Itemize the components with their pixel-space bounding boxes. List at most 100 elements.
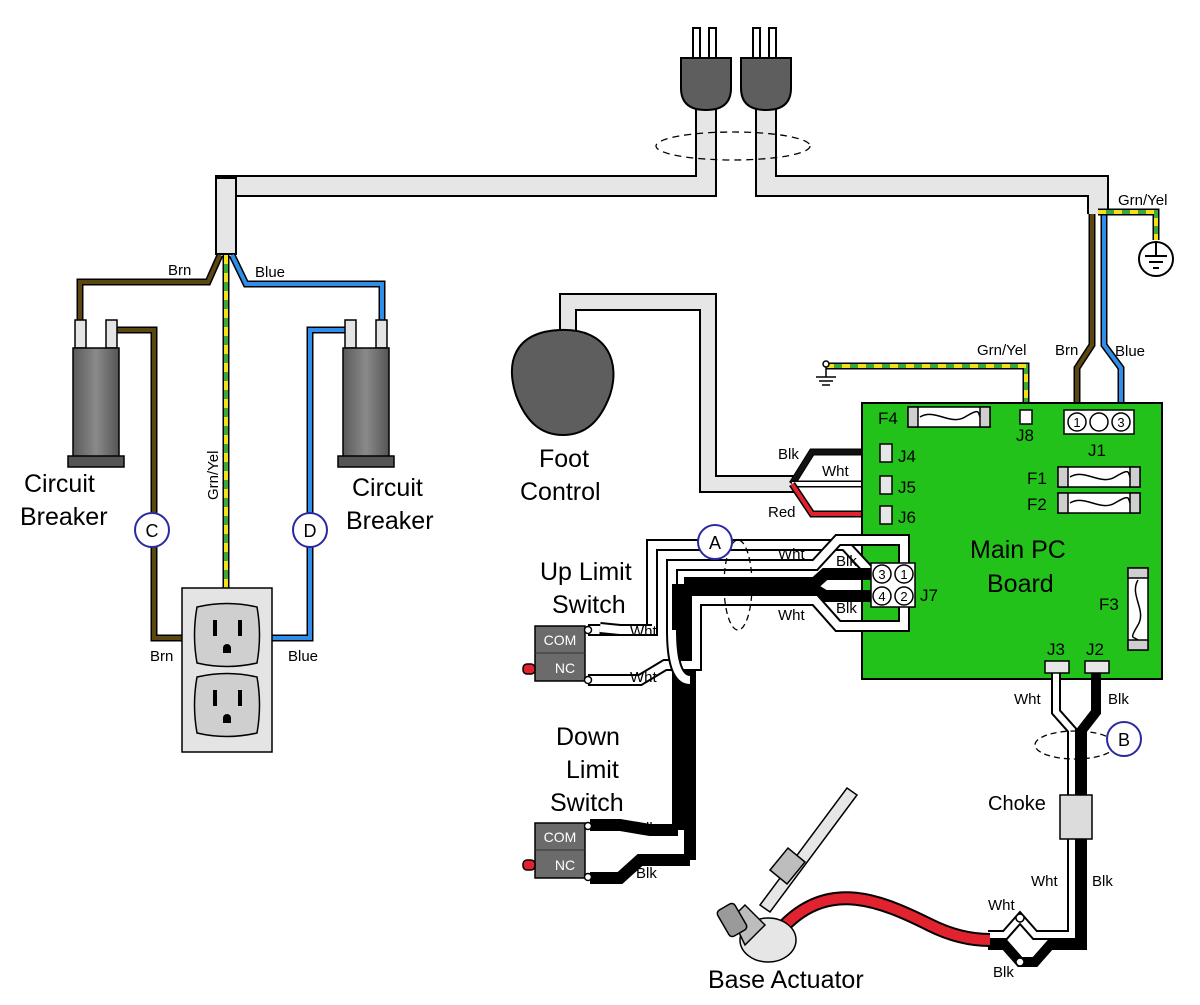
wire-label-wht-j3: Wht	[1014, 691, 1042, 708]
callout-a: A	[697, 524, 733, 560]
label-foot-control: Foot	[539, 445, 589, 473]
chassis-ground-icon	[816, 360, 836, 386]
label-down-limit-switch-2: Limit	[566, 756, 619, 784]
svg-text:A: A	[709, 533, 721, 553]
wire-label-wht-j5: Wht	[822, 463, 850, 480]
choke	[1059, 794, 1093, 840]
fuse-f1	[1057, 466, 1141, 488]
wire-label-grn-yel-vertical: Grn/Yel	[205, 451, 222, 500]
wire-label-brn-left-top: Brn	[168, 262, 191, 279]
label-choke: Choke	[988, 793, 1046, 815]
plug-left	[680, 27, 732, 112]
plug-right	[740, 27, 792, 112]
wire-label-wht-j7-bottom: Wht	[778, 607, 806, 624]
j1-pin1: 1	[1073, 415, 1080, 430]
wire-label-blk-down-nc: Blk	[636, 865, 657, 882]
label-circuit-breaker-right: Circuit	[352, 474, 423, 502]
callout-c: C	[134, 512, 170, 548]
up-limit-switch	[522, 625, 593, 685]
left-wiring	[76, 253, 386, 642]
label-main-pc-board-2: Board	[987, 570, 1054, 598]
label-base-actuator: Base Actuator	[708, 966, 864, 994]
label-j2: J2	[1086, 640, 1104, 659]
wire-label-wht-actuator: Wht	[988, 897, 1016, 914]
fuse-f3	[1127, 567, 1149, 651]
wire-label-blue-left-bottom: Blue	[288, 648, 318, 665]
fuse-f4	[907, 406, 991, 428]
j8-ground-wire	[826, 362, 1030, 416]
j7-pin1: 1	[900, 567, 907, 582]
down-limit-switch	[522, 821, 593, 882]
foot-control-pedal	[510, 328, 615, 437]
wire-label-wht-choke: Wht	[1031, 873, 1059, 890]
connector-j3	[1044, 660, 1070, 674]
mains-wiring	[1073, 208, 1160, 418]
fuse-f2	[1057, 492, 1141, 514]
down-switch-nc: NC	[555, 857, 575, 873]
label-j3: J3	[1047, 640, 1065, 659]
wire-label-blk-j4: Blk	[778, 446, 799, 463]
j7-pin4: 4	[878, 589, 885, 604]
connector-j1	[1063, 409, 1135, 435]
connector-j8	[1019, 409, 1033, 425]
actuator-wiring	[988, 672, 1116, 967]
connector-j5	[879, 475, 893, 495]
down-switch-com: COM	[544, 829, 577, 845]
wire-label-blk-actuator: Blk	[993, 964, 1014, 981]
connector-j4	[879, 443, 893, 463]
wire-label-wht-up-nc: Wht	[630, 669, 658, 686]
label-main-pc-board: Main PC	[970, 536, 1066, 564]
label-j1: J1	[1088, 441, 1106, 460]
connector-j2	[1084, 660, 1110, 674]
label-j8: J8	[1016, 426, 1034, 445]
svg-text:D: D	[304, 521, 317, 541]
label-f2: F2	[1027, 495, 1047, 514]
circuit-breaker-right	[337, 319, 395, 468]
label-foot-control-2: Control	[520, 478, 601, 506]
label-f3: F3	[1099, 595, 1119, 614]
wire-label-grn-yel-j8: Grn/Yel	[977, 342, 1026, 359]
label-f1: F1	[1027, 469, 1047, 488]
wire-label-grn-yel-top-right: Grn/Yel	[1118, 192, 1167, 209]
wire-label-red-j6: Red	[768, 504, 796, 521]
connector-j7	[870, 562, 916, 608]
connector-j6	[879, 505, 893, 525]
wire-label-wht-up-com: Wht	[630, 623, 658, 640]
up-switch-nc: NC	[555, 660, 575, 676]
label-circuit-breaker-left-2: Breaker	[20, 503, 108, 531]
label-circuit-breaker-right-2: Breaker	[346, 507, 434, 535]
wire-label-wht-j7-top: Wht	[778, 546, 806, 563]
label-down-limit-switch-3: Switch	[550, 789, 624, 817]
label-up-limit-switch-2: Switch	[552, 591, 626, 619]
wire-label-blk-choke: Blk	[1092, 873, 1113, 890]
callout-b: B	[1106, 721, 1142, 757]
up-switch-com: COM	[544, 632, 577, 648]
base-actuator	[716, 786, 991, 963]
wire-label-blue-left-top: Blue	[255, 264, 285, 281]
label-j4: J4	[898, 447, 916, 466]
label-f4: F4	[878, 409, 898, 428]
label-j7: J7	[920, 586, 938, 605]
j7-pin3: 3	[878, 567, 885, 582]
label-j5: J5	[898, 478, 916, 497]
svg-text:B: B	[1118, 730, 1130, 750]
wire-label-brn-left-bottom: Brn	[150, 648, 173, 665]
earth-ground-icon	[1138, 241, 1174, 277]
label-circuit-breaker-left: Circuit	[24, 470, 95, 498]
main-pc-board	[861, 402, 1163, 680]
callout-d: D	[292, 512, 328, 548]
j7-pin2: 2	[900, 589, 907, 604]
wire-label-blk-j7-bottom: Blk	[836, 600, 857, 617]
wire-label-blue-j1: Blue	[1115, 343, 1145, 360]
svg-text:C: C	[146, 521, 159, 541]
label-j6: J6	[898, 508, 916, 527]
duplex-outlet	[181, 587, 273, 753]
foot-control-cable	[559, 293, 795, 493]
wire-label-blk-j2: Blk	[1108, 691, 1129, 708]
wire-label-blk-j7-top: Blk	[836, 553, 857, 570]
j1-pin3: 3	[1117, 415, 1124, 430]
wire-label-brn-j1: Brn	[1055, 342, 1078, 359]
label-down-limit-switch: Down	[556, 723, 620, 751]
wire-label-blk-down-com: Blk	[636, 820, 657, 837]
